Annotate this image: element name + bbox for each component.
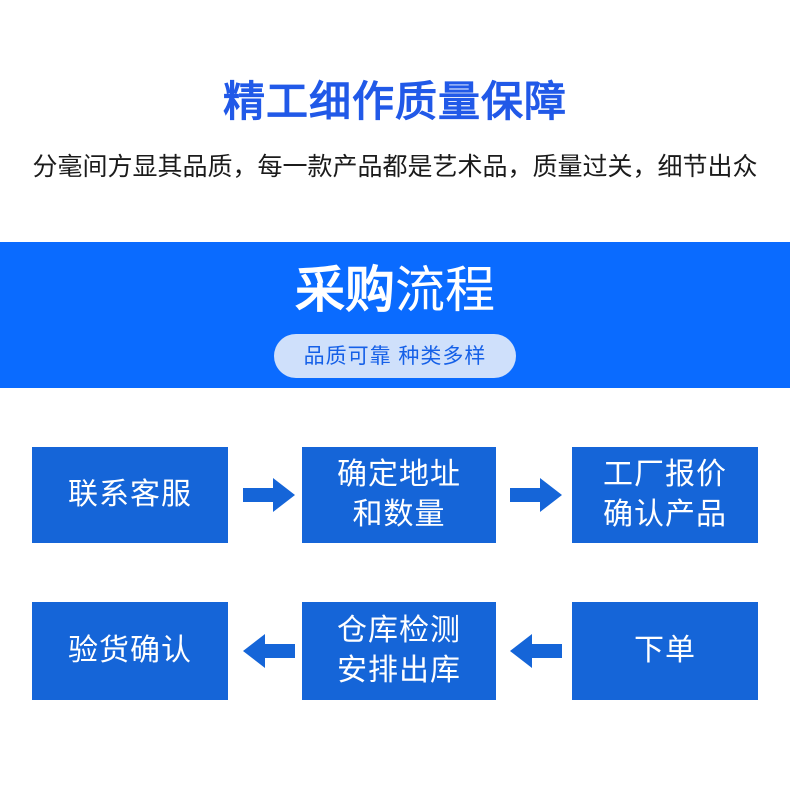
banner-title-strong: 采购 bbox=[295, 262, 395, 318]
flow-step-contact-service[interactable]: 联系客服 bbox=[32, 447, 228, 543]
flow-step-label: 确定地址 和数量 bbox=[337, 455, 461, 535]
flow-step-label-line2: 安排出库 bbox=[337, 654, 461, 687]
flow-step-label-line2: 和数量 bbox=[352, 498, 446, 531]
flow-step-label: 验货确认 bbox=[68, 634, 192, 667]
process-flow-diagram: 联系客服 确定地址 和数量 工厂报价 确认产品 验货确认 仓库检测 bbox=[0, 388, 790, 790]
flow-step-confirm-address-quantity[interactable]: 确定地址 和数量 bbox=[302, 447, 496, 543]
flow-step-label: 工厂报价 确认产品 bbox=[603, 455, 727, 535]
header-section: 精工细作质量保障 分毫间方显其品质，每一款产品都是艺术品，质量过关，细节出众 bbox=[0, 0, 790, 242]
arrow-right-icon bbox=[510, 476, 562, 514]
flow-step-label: 联系客服 bbox=[68, 478, 192, 511]
arrow-left-icon bbox=[510, 632, 562, 670]
flow-step-label-line2: 确认产品 bbox=[603, 498, 727, 531]
flow-step-warehouse-inspect-dispatch[interactable]: 仓库检测 安排出库 bbox=[302, 602, 496, 700]
flow-step-label-line1: 确定地址 bbox=[337, 458, 461, 491]
banner-title-light: 流程 bbox=[395, 262, 495, 318]
flow-step-factory-quote-confirm-product[interactable]: 工厂报价 确认产品 bbox=[572, 447, 758, 543]
flow-step-inspection-confirm[interactable]: 验货确认 bbox=[32, 602, 228, 700]
purchase-process-banner: 采购流程 品质可靠 种类多样 bbox=[0, 242, 790, 388]
flow-step-label-line1: 仓库检测 bbox=[337, 614, 461, 647]
banner-pill-container: 品质可靠 种类多样 bbox=[0, 334, 790, 378]
page-title: 精工细作质量保障 bbox=[222, 78, 567, 125]
flow-step-label: 下单 bbox=[634, 634, 696, 667]
flow-step-place-order[interactable]: 下单 bbox=[572, 602, 758, 700]
flow-step-label: 仓库检测 安排出库 bbox=[337, 611, 461, 691]
arrow-right-icon bbox=[243, 476, 295, 514]
flow-step-label-line1: 工厂报价 bbox=[603, 458, 727, 491]
page-subtitle: 分毫间方显其品质，每一款产品都是艺术品，质量过关，细节出众 bbox=[32, 153, 758, 181]
banner-tagline-pill: 品质可靠 种类多样 bbox=[273, 334, 517, 378]
arrow-left-icon bbox=[243, 632, 295, 670]
banner-title: 采购流程 bbox=[0, 258, 790, 335]
